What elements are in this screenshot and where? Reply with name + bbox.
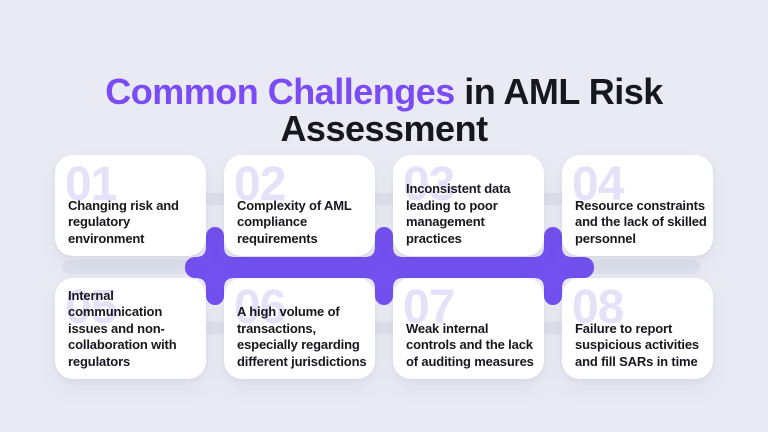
connector-vertical-bar	[375, 227, 393, 305]
fillet	[536, 249, 544, 257]
card-text: A high volume of transactions, especiall…	[237, 304, 367, 369]
row-link-stub	[375, 193, 393, 205]
fillet	[198, 249, 206, 257]
fillet	[224, 249, 232, 257]
row-link-stub	[375, 322, 393, 334]
card-number: 08	[572, 281, 624, 334]
card-text: Weak internal controls and the lack of a…	[406, 320, 534, 369]
fillet	[393, 249, 401, 257]
challenge-card-02: 02 Complexity of AML compliance requirem…	[224, 155, 375, 256]
card-text: Inconsistent data leading to poor manage…	[406, 181, 511, 246]
challenge-card-05: 05 Internal communication issues and non…	[55, 278, 206, 379]
fillet	[562, 249, 570, 257]
fillet	[224, 278, 232, 286]
title-highlight: Common Challenges	[105, 71, 455, 113]
card-text: Complexity of AML compliance requirement…	[237, 197, 352, 246]
card-number: 03	[403, 158, 455, 211]
card-text: Resource constraints and the lack of ski…	[575, 197, 707, 246]
challenge-card-07: 07 Weak internal controls and the lack o…	[393, 278, 544, 379]
card-number: 01	[65, 158, 117, 211]
fillet	[536, 278, 544, 286]
card-number: 04	[572, 158, 624, 211]
card-text: Changing risk and regulatory environment	[68, 197, 179, 246]
fillet	[393, 278, 401, 286]
card-number: 07	[403, 281, 455, 334]
challenge-card-08: 08 Failure to report suspicious activiti…	[562, 278, 713, 379]
row-link-stub	[206, 193, 224, 205]
fillet	[198, 278, 206, 286]
card-number: 05	[65, 281, 117, 334]
connector-vertical-bar	[544, 227, 562, 305]
title-rest: in AML Risk Assessment	[280, 71, 663, 150]
challenge-card-03: 03 Inconsistent data leading to poor man…	[393, 155, 544, 256]
fillet	[367, 278, 375, 286]
card-text: Failure to report suspicious activities …	[575, 320, 700, 369]
row-link-stub	[544, 322, 562, 334]
challenge-card-01: 01 Changing risk and regulatory environm…	[55, 155, 206, 256]
row-link-stub	[206, 322, 224, 334]
row-link-stub	[544, 193, 562, 205]
page-title: Common Challenges in AML Risk Assessment	[74, 73, 694, 147]
challenge-card-06: 06 A high volume of transactions, especi…	[224, 278, 375, 379]
card-text: Internal communication issues and non-co…	[68, 287, 177, 369]
connector-vertical-bar	[206, 227, 224, 305]
fillet	[367, 249, 375, 257]
fillet	[562, 278, 570, 286]
card-number: 02	[234, 158, 286, 211]
challenge-card-04: 04 Resource constraints and the lack of …	[562, 155, 713, 256]
card-number: 06	[234, 281, 286, 334]
